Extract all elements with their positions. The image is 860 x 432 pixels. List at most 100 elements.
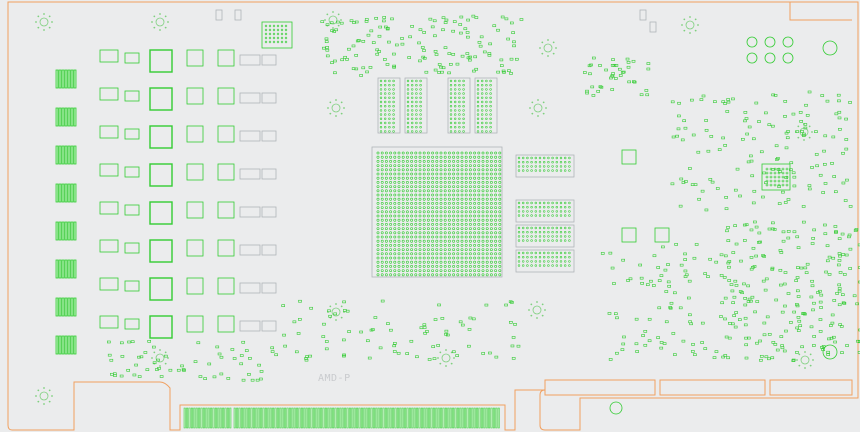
memory-chip: [515, 199, 575, 223]
inductor: [186, 201, 204, 219]
header-pin: [639, 9, 647, 21]
memory-pads: [517, 156, 571, 172]
inductor-pad: [99, 87, 119, 101]
pcie-edge-connector: [183, 407, 500, 429]
mounting-fiducial: [539, 39, 557, 57]
resistor-pad: [261, 282, 277, 294]
mounting-hole: [609, 401, 623, 415]
component-layer: [55, 9, 791, 429]
inductor: [186, 315, 204, 333]
mosfet: [149, 49, 173, 73]
inductor: [217, 277, 235, 295]
memory-chip: [515, 224, 575, 248]
memory-chip: [474, 77, 498, 134]
mounting-fiducial: [437, 349, 455, 367]
memory-chip: [447, 77, 471, 134]
mounting-hole: [746, 52, 758, 64]
smd-field: [719, 220, 860, 362]
inductor: [217, 87, 235, 105]
capacitor-pad: [124, 90, 140, 102]
inductor: [186, 87, 204, 105]
inductor: [217, 201, 235, 219]
bios-pins: [264, 24, 288, 44]
capacitor-pad: [124, 52, 140, 64]
resistor-pad: [261, 320, 277, 332]
gpu-ball-grid: [376, 151, 502, 277]
capacitor-pad: [124, 280, 140, 292]
memory-chip: [515, 154, 575, 178]
capacitor-pad: [124, 242, 140, 254]
gpu-package-outline: [371, 146, 503, 278]
smd-field: [281, 299, 521, 362]
resistor-pad: [261, 54, 277, 66]
resistor-pad: [261, 244, 277, 256]
mounting-hole: [822, 344, 838, 360]
memory-chip: [404, 77, 428, 134]
resistor-pad: [261, 130, 277, 142]
mosfet: [149, 125, 173, 149]
mounting-fiducial: [327, 99, 345, 117]
mounting-hole: [764, 52, 776, 64]
mounting-fiducial: [528, 301, 546, 319]
capacitor-pad: [124, 204, 140, 216]
memory-chip: [515, 249, 575, 273]
mounting-fiducial: [324, 11, 342, 29]
resistor-pad: [239, 92, 261, 104]
board-outline: [7, 1, 859, 431]
mounting-fiducial: [529, 99, 547, 117]
bios-chip: [261, 21, 293, 49]
pad-layer: [107, 14, 860, 382]
mounting-hole: [822, 40, 838, 56]
inductor-pad: [99, 277, 119, 291]
inductor-pad: [99, 125, 119, 139]
vrm-connector: [55, 107, 77, 127]
inductor: [217, 239, 235, 257]
smd-field: [600, 243, 723, 361]
inductor: [186, 49, 204, 67]
capacitor: [621, 227, 637, 243]
memory-pads: [476, 79, 492, 133]
memory-pads: [379, 79, 395, 133]
silkscreen-label: AMD-P: [318, 373, 351, 384]
resistor-pad: [239, 130, 261, 142]
inductor-pad: [99, 239, 119, 253]
mounting-fiducial: [35, 387, 53, 405]
memory-pads: [406, 79, 422, 133]
smd-field: [320, 14, 524, 77]
silkscreen-layer: [35, 11, 838, 415]
mounting-hole: [764, 36, 776, 48]
header-pin: [649, 21, 657, 33]
mounting-fiducial: [681, 16, 699, 34]
inductor: [186, 163, 204, 181]
resistor-pad: [239, 206, 261, 218]
inductor: [186, 239, 204, 257]
resistor-pad: [239, 282, 261, 294]
mosfet: [149, 163, 173, 187]
inductor-pad: [99, 49, 119, 63]
capacitor: [654, 227, 670, 243]
capacitor: [621, 149, 637, 165]
inductor-pad: [99, 201, 119, 215]
mounting-hole: [746, 36, 758, 48]
mosfet: [149, 87, 173, 111]
mounting-hole: [782, 36, 794, 48]
resistor-pad: [239, 54, 261, 66]
inductor: [217, 49, 235, 67]
mounting-fiducial: [796, 351, 814, 369]
mosfet: [149, 277, 173, 301]
memory-pads: [449, 79, 465, 133]
mounting-hole: [782, 52, 794, 64]
resistor-pad: [239, 320, 261, 332]
resistor-pad: [261, 206, 277, 218]
memory-pads: [517, 251, 571, 267]
header-pin: [234, 9, 242, 21]
vrm-connector: [55, 297, 77, 317]
smd-field: [583, 56, 651, 97]
mosfet: [149, 201, 173, 225]
inductor: [186, 125, 204, 143]
vrm-connector: [55, 259, 77, 279]
vrm-connector: [55, 221, 77, 241]
inductor-pad: [99, 163, 119, 177]
